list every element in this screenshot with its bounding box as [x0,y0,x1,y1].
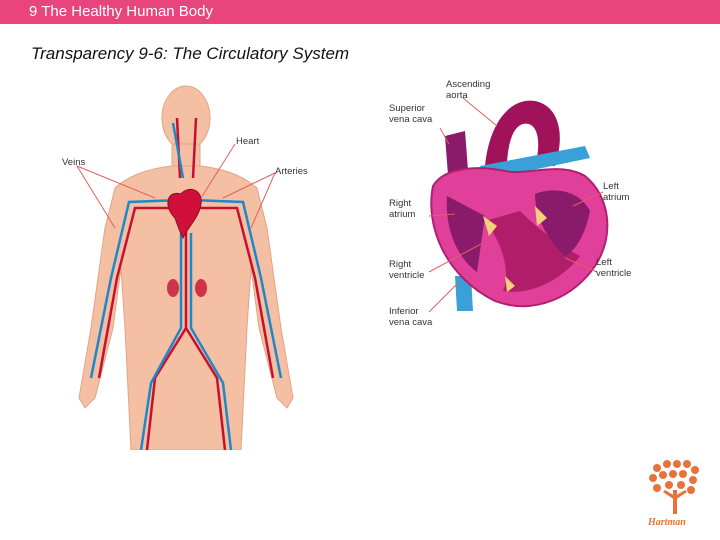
label-left-atrium: Left atrium [603,181,630,203]
label-arteries: Arteries [275,166,308,177]
body-heart [167,188,202,240]
label-inferior-vena-cava: Inferior vena cava [389,306,433,328]
label-right-ventricle: Right ventricle [389,259,425,281]
label-ascending-aorta: Ascending aorta [446,79,491,101]
body-circulation-illustration [76,85,294,450]
label-heart: Heart [236,136,260,147]
header-title: 9 The Healthy Human Body [29,3,213,20]
label-right-atrium: Right atrium [389,198,416,220]
hartman-logo-icon [649,460,699,514]
header-bar: 9 The Healthy Human Body [0,0,720,24]
label-veins: Veins [62,157,86,168]
label-superior-vena-cava: Superior vena cava [389,103,433,125]
slide-title: Transparency 9-6: The Circulatory System [31,44,350,63]
label-left-ventricle: Left ventricle [596,257,632,279]
hartman-logo-text: Hartman [648,517,686,528]
heart-cross-section-illustration [428,97,609,313]
